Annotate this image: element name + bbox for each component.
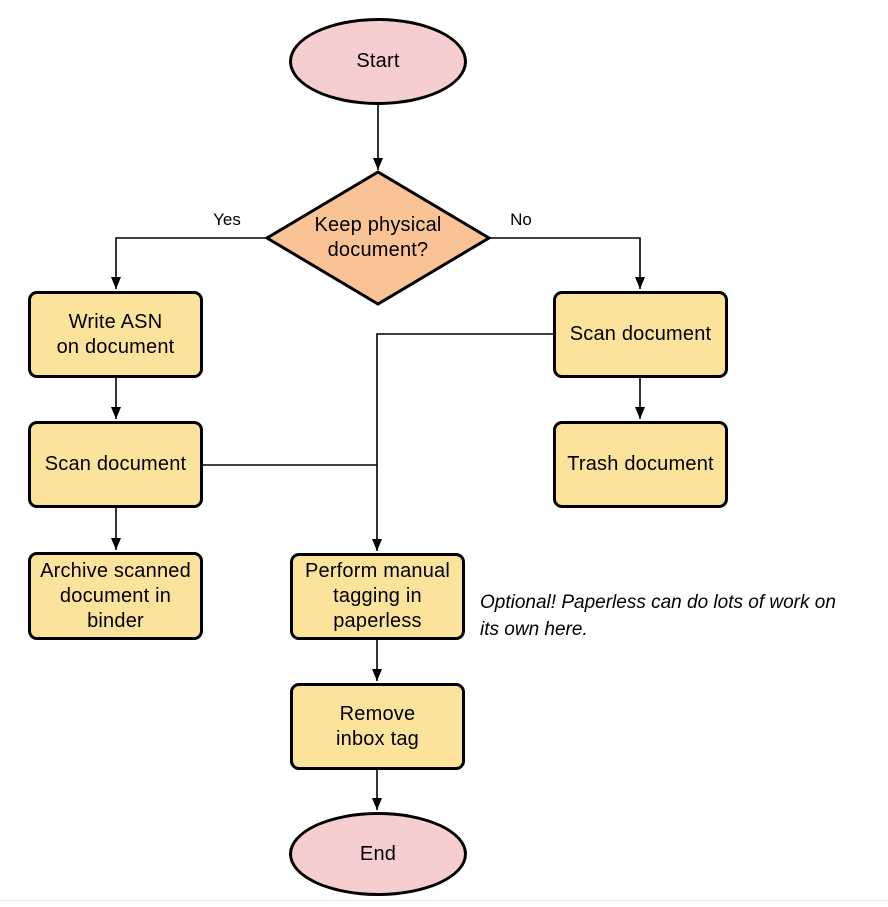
start-terminal-node: Start [289,18,467,105]
write-asn-label: Write ASN on document [56,310,175,358]
manual-tagging-process-node: Perform manual tagging in paperless [290,553,465,640]
edge-label-no: No [510,210,532,229]
remove-inbox-tag-label: Remove inbox tag [336,702,419,750]
archive-document-process-node: Archive scanned document in binder [28,552,203,640]
edge-scanright-to-tagging [372,333,553,551]
optional-note-annotation: Optional! Paperless can do lots of work … [480,592,836,640]
decision-diamond-shape [264,170,492,306]
edge-decision-no [489,237,645,289]
trash-document-label: Trash document [567,453,714,475]
remove-inbox-tag-process-node: Remove inbox tag [290,683,465,770]
write-asn-process-node: Write ASN on document [28,291,203,378]
edge-decision-yes [111,237,267,289]
archive-document-label: Archive scanned document in binder [40,559,191,632]
trash-document-process-node: Trash document [553,421,728,508]
decision-node-label: Keep physical document? [314,214,442,261]
scan-document-right-process-node: Scan document [553,291,728,378]
end-label: End [359,842,397,865]
edge-label-yes: Yes [213,210,241,229]
manual-tagging-label: Perform manual tagging in paperless [304,560,451,632]
start-label: Start [356,50,400,72]
scan-document-right-label: Scan document [569,323,712,345]
bottom-hairline [0,900,888,901]
scan-document-left-label: Scan document [44,453,187,475]
end-terminal-node: End [289,812,467,896]
scan-document-left-process-node: Scan document [28,421,203,508]
